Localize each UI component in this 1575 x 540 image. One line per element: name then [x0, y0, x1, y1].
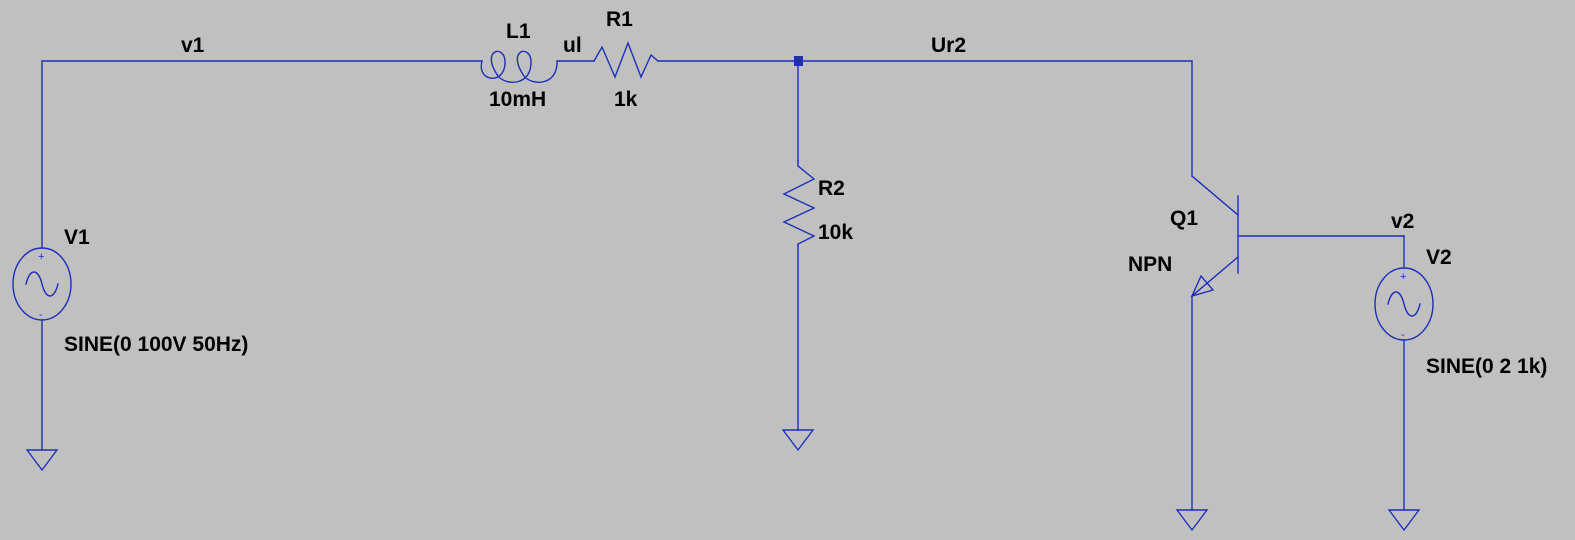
wire-v1-top: [41, 60, 483, 249]
q1-model: NPN: [1128, 253, 1172, 276]
r1-name: R1: [606, 8, 633, 31]
q1-name: Q1: [1170, 207, 1198, 230]
v1-plus-sign: +: [38, 251, 44, 263]
r2-value: 10k: [818, 221, 853, 244]
ground-v1: [25, 449, 59, 472]
inductor-l1[interactable]: [480, 50, 561, 83]
net-label-v2: v2: [1391, 210, 1414, 233]
v2-minus-sign: -: [1401, 329, 1405, 341]
v2-plus-sign: +: [1400, 271, 1406, 283]
l1-value: 10mH: [489, 88, 546, 111]
ground-q1: [1175, 509, 1209, 532]
r2-name: R2: [818, 177, 845, 200]
ac-source-v1[interactable]: + -: [12, 247, 72, 321]
net-label-ul: ul: [563, 34, 582, 57]
v1-source-value: SINE(0 100V 50Hz): [64, 333, 248, 356]
net-label-ur2: Ur2: [931, 34, 966, 57]
ground-v2: [1387, 509, 1421, 532]
wire-ur2: [657, 60, 1193, 177]
l1-name: L1: [506, 20, 531, 43]
v2-source-value: SINE(0 2 1k): [1426, 355, 1547, 378]
resistor-r2[interactable]: [782, 160, 816, 246]
transistor-q1[interactable]: [1190, 175, 1405, 298]
r1-value: 1k: [614, 88, 638, 111]
ac-source-v2[interactable]: + -: [1374, 267, 1434, 341]
v1-source-name: V1: [64, 226, 90, 249]
resistor-r1[interactable]: [593, 41, 659, 79]
v1-minus-sign: -: [39, 309, 43, 321]
ground-r2: [781, 429, 815, 452]
v2-source-name: V2: [1426, 246, 1452, 269]
net-label-v1: v1: [181, 34, 205, 57]
